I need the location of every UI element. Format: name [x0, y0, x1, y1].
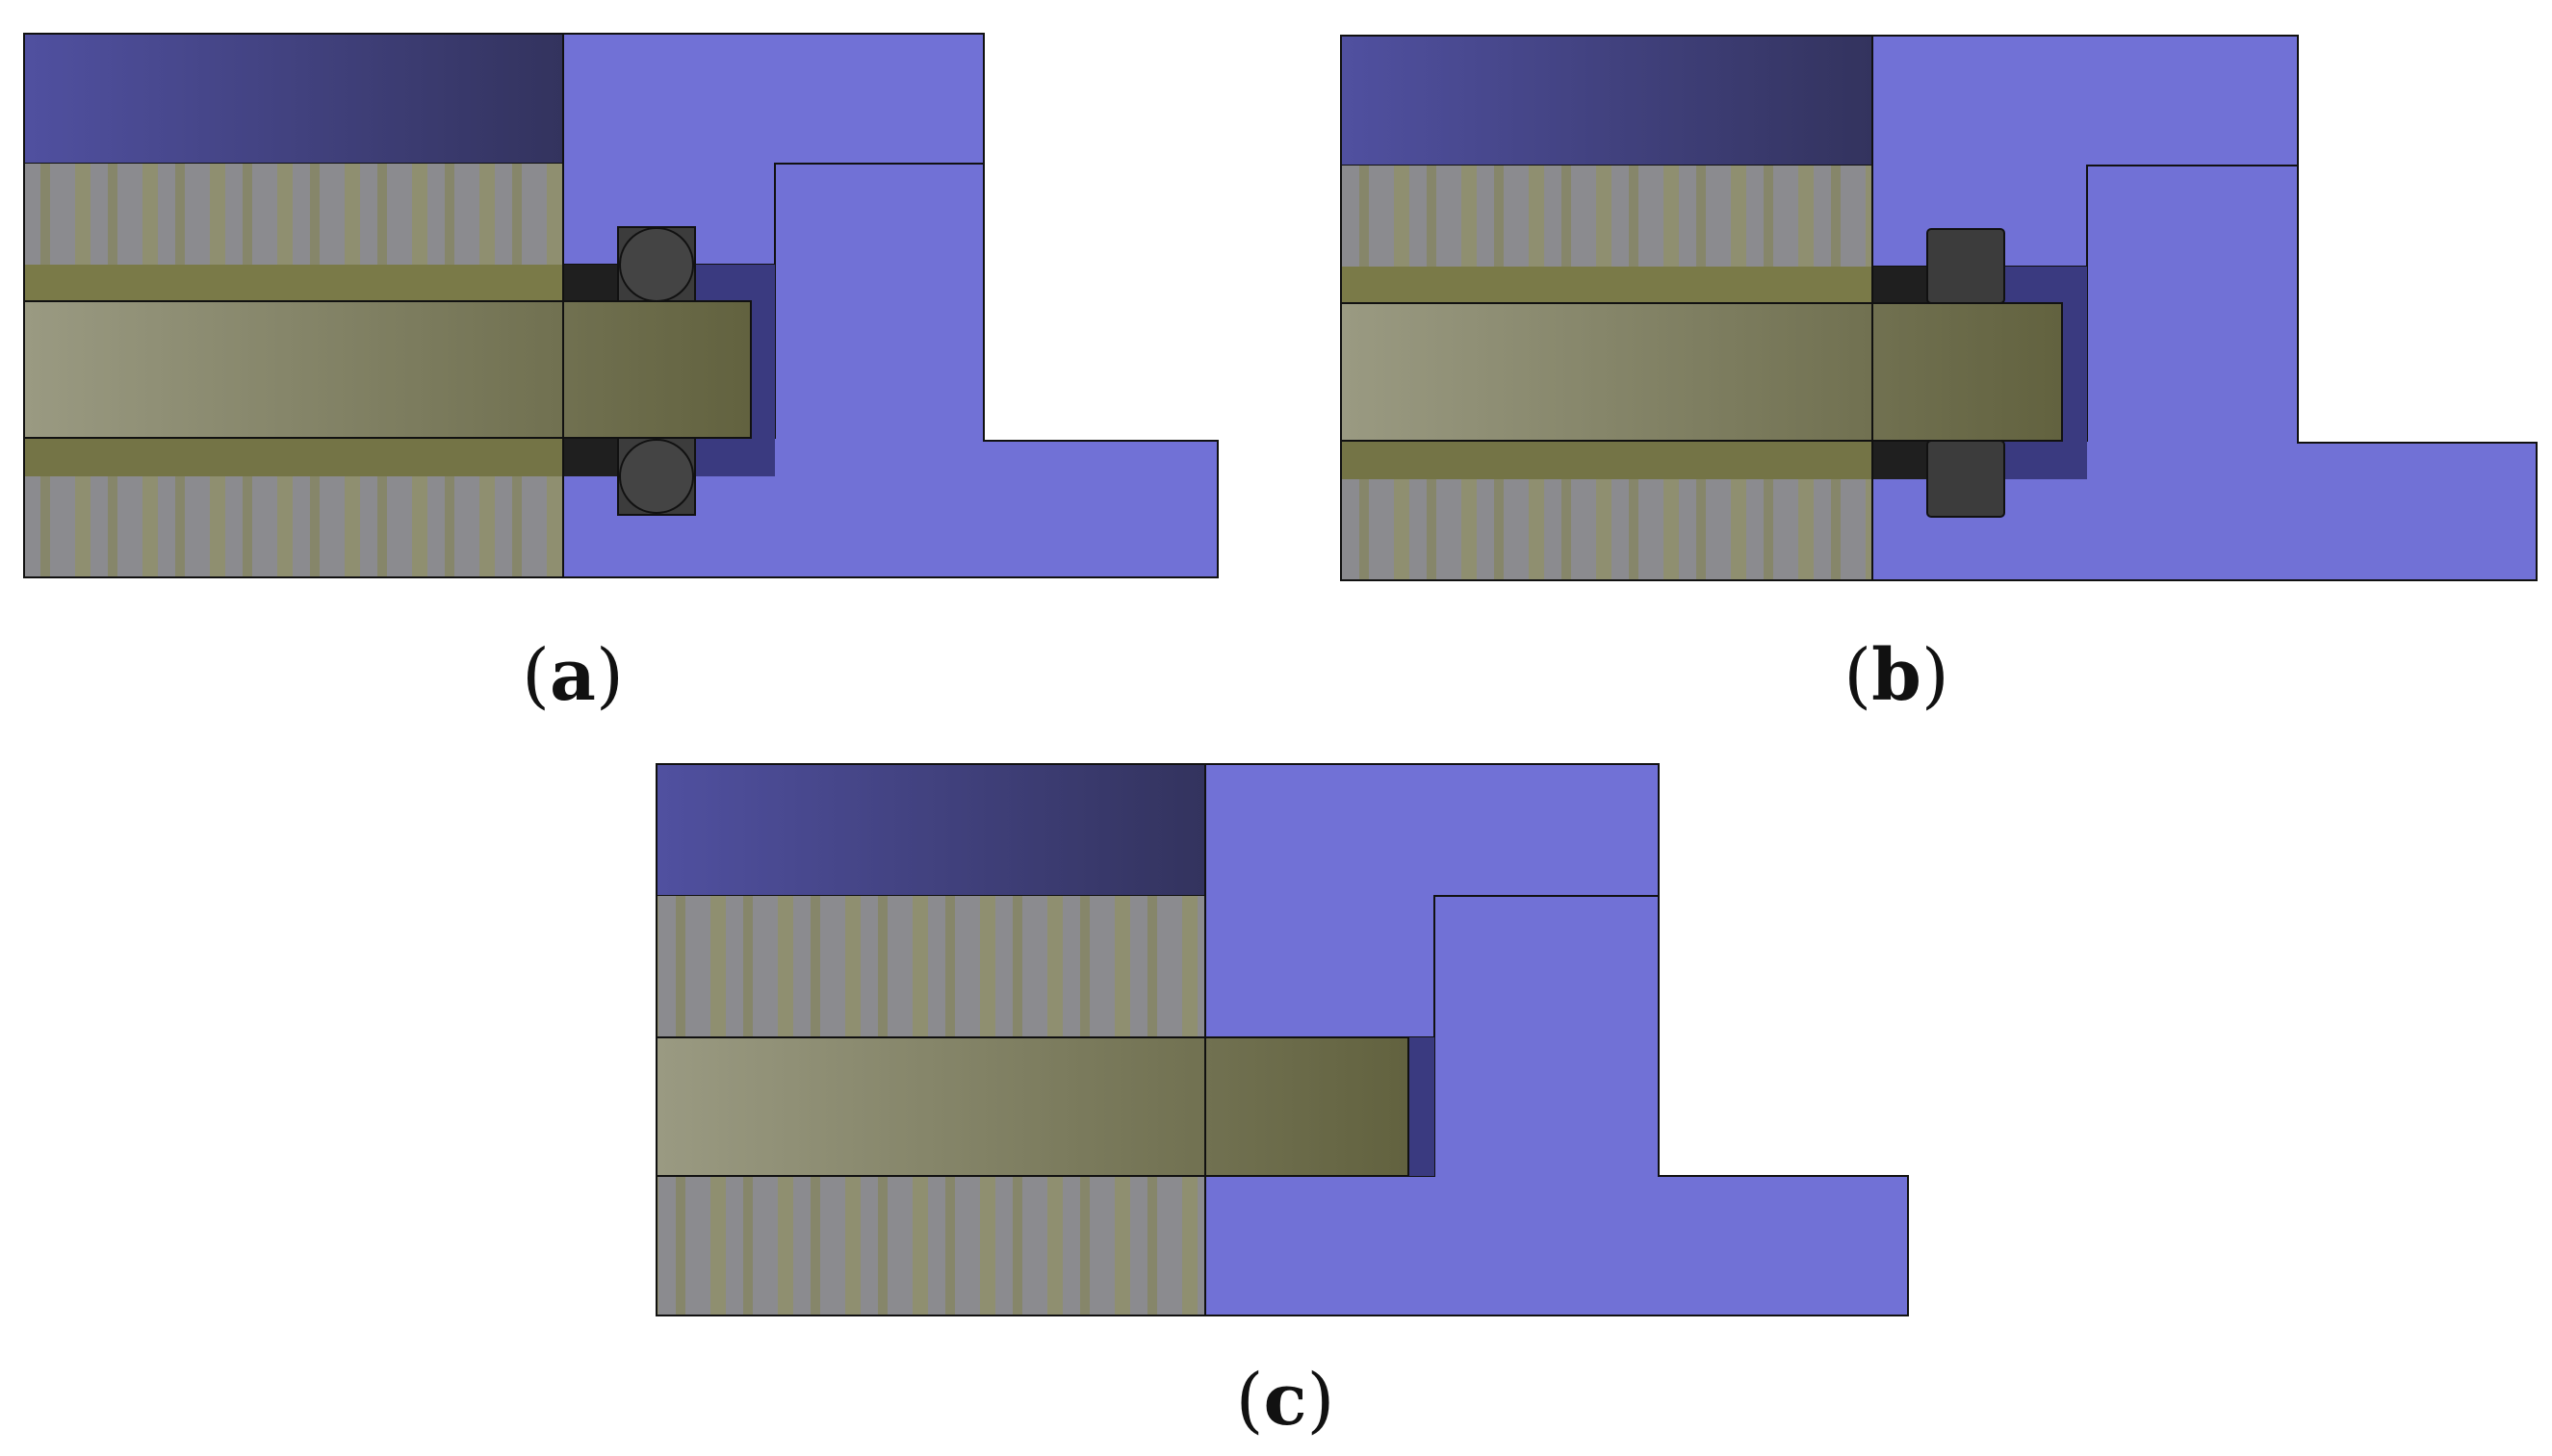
bearing-upper [24, 164, 563, 265]
gap-upper [563, 265, 621, 301]
sleeve-lower [1341, 441, 1872, 479]
piston-rod [1340, 302, 2063, 442]
sleeve-upper [24, 265, 563, 301]
caption-a: (a) [522, 634, 624, 717]
bearing-upper [1341, 166, 1872, 267]
caption-b: (b) [1843, 634, 1949, 717]
piston-rod [23, 300, 752, 439]
square-ring-upper [1926, 228, 2005, 304]
gap-lower [563, 438, 621, 476]
bearing-lower [24, 476, 563, 577]
bearing-upper [657, 896, 1205, 1037]
groove [1408, 1037, 1434, 1176]
caption-c: (c) [1235, 1359, 1335, 1442]
piston-rod [656, 1036, 1409, 1177]
sleeve-lower [24, 438, 563, 476]
panel-a-diagram [23, 33, 1219, 578]
square-ring-lower [1926, 440, 2005, 518]
bearing-lower [1341, 479, 1872, 580]
bearing-lower [657, 1176, 1205, 1316]
panel-c-diagram [656, 763, 1909, 1316]
o-ring-upper [619, 227, 694, 302]
gap-upper [1872, 267, 1930, 303]
outer-housing-top [23, 33, 564, 165]
sleeve-upper [1341, 267, 1872, 303]
o-ring-lower [619, 439, 694, 514]
outer-housing-top [656, 763, 1206, 897]
gap-lower [1872, 441, 1930, 479]
outer-housing-top [1340, 35, 1873, 166]
panel-b-diagram [1340, 35, 2538, 581]
